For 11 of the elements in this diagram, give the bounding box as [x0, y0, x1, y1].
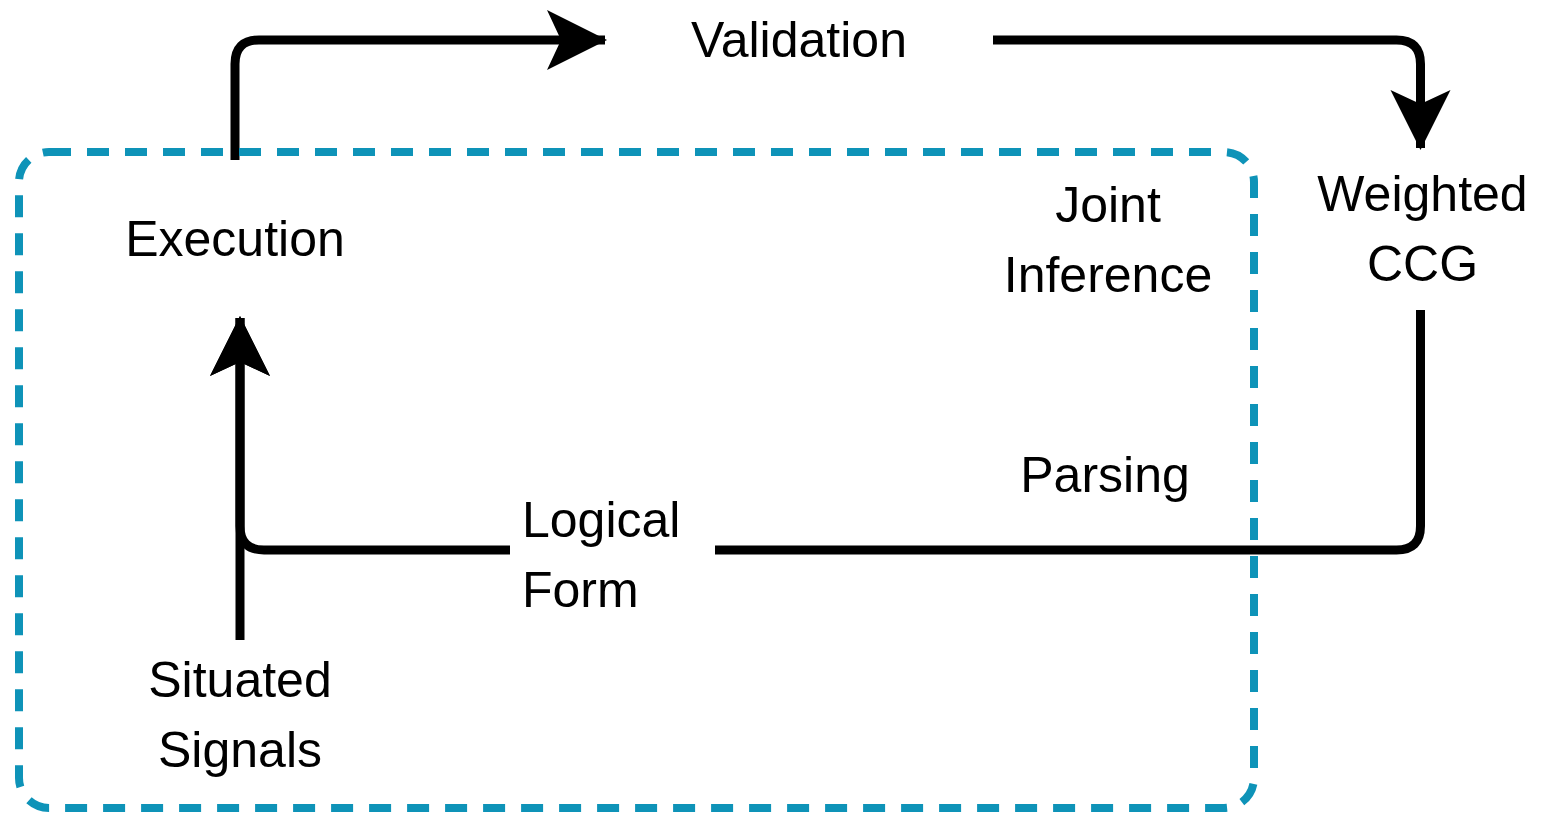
group-heading: Joint Inference — [1002, 176, 1214, 305]
text-label: Logical Form — [510, 490, 715, 620]
arrow — [230, 10, 607, 160]
connector-line — [715, 310, 1425, 555]
text-label: Validation — [605, 12, 993, 68]
text-label: Situated Signals — [120, 640, 360, 790]
arrow — [993, 35, 1451, 150]
dashed-boundary — [15, 148, 1258, 812]
text-label: Weighted CCG — [1300, 148, 1545, 310]
arrow — [210, 316, 270, 640]
text-label: Execution — [110, 160, 360, 318]
